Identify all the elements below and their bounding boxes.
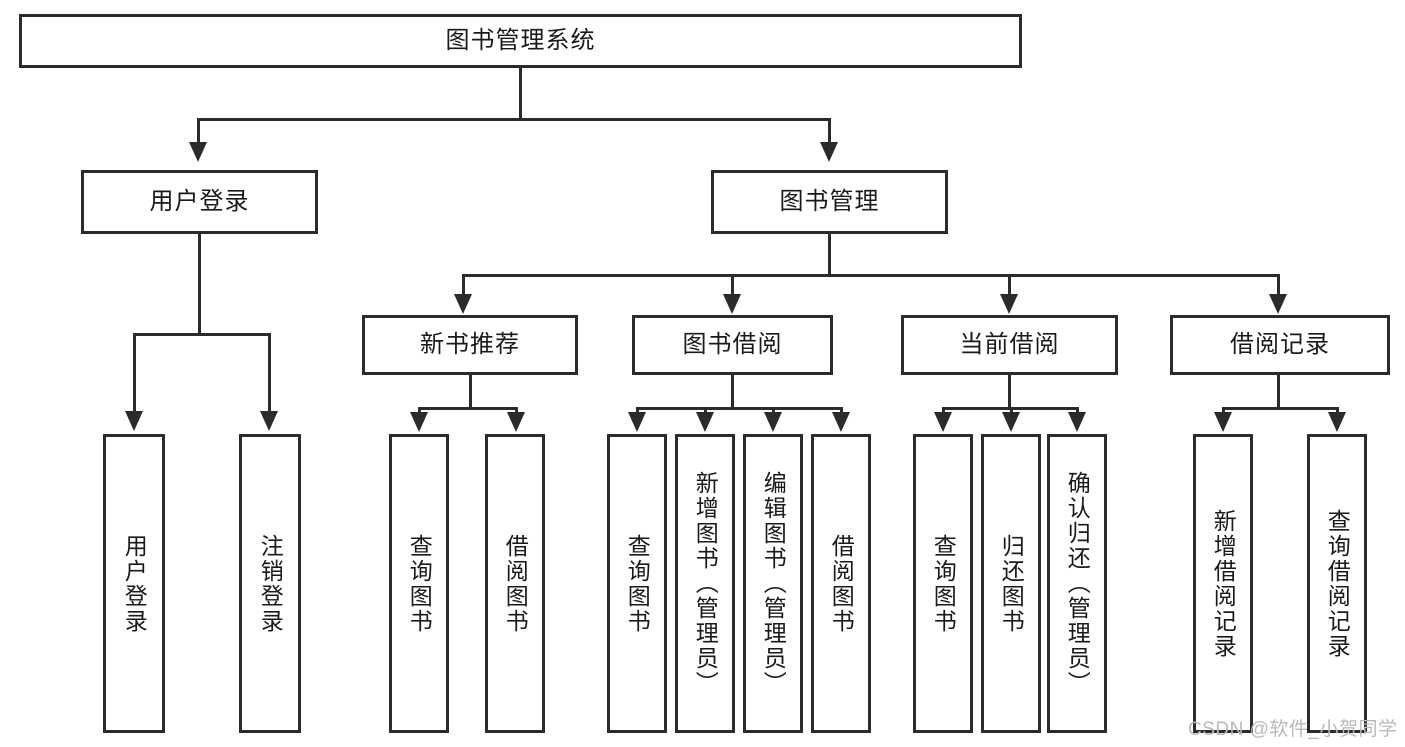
arrow-root-to-user-login [189, 142, 207, 162]
node-label: 新书推荐 [420, 330, 520, 358]
connector-book-mgmt-to-new-book [462, 274, 465, 296]
node-label: 新增借阅记录 [1210, 508, 1237, 659]
leaf-borrow-book[interactable]: 借阅图书 [811, 434, 871, 733]
connector-borrow-record-bar [1222, 407, 1339, 410]
arrow-book-mgmt-to-borrow [723, 294, 741, 314]
connector-new-book-stem [469, 375, 472, 409]
arrow-book-borrow-to-add [696, 412, 714, 432]
connector-book-borrow-to-add [704, 407, 707, 415]
leaf-query-book-current[interactable]: 查询图书 [913, 434, 973, 733]
node-borrow-record[interactable]: 借阅记录 [1170, 315, 1390, 375]
connector-new-book-to-query [418, 407, 421, 415]
node-label: 查询图书 [406, 533, 433, 634]
connector-record-to-query [1336, 407, 1339, 415]
arrow-record-to-query [1328, 412, 1346, 432]
connector-book-borrow-to-query [636, 407, 639, 415]
leaf-confirm-return-admin[interactable]: 确认归还（管理员） [1047, 434, 1107, 733]
csdn-watermark: CSDN @软件_小贺同学 [1188, 719, 1398, 740]
arrow-current-to-query [934, 412, 952, 432]
arrow-new-book-to-borrow [507, 412, 525, 432]
node-current-borrow[interactable]: 当前借阅 [901, 315, 1118, 375]
arrow-book-mgmt-to-new-book [454, 294, 472, 314]
node-new-book-recommend[interactable]: 新书推荐 [362, 315, 578, 375]
leaf-add-book-admin[interactable]: 新增图书（管理员） [675, 434, 735, 733]
node-label: 编辑图书（管理员） [760, 471, 787, 696]
connector-root-to-book-mgmt [828, 118, 831, 144]
node-label: 用户登录 [149, 187, 250, 215]
node-label: 借阅图书 [828, 533, 855, 634]
node-label: 确认归还（管理员） [1064, 471, 1091, 696]
node-label: 图书管理系统 [445, 26, 596, 54]
node-user-login[interactable]: 用户登录 [81, 170, 318, 234]
node-label: 注销登录 [257, 533, 284, 634]
connector-book-mgmt-bar [462, 274, 1279, 277]
node-book-borrow[interactable]: 图书借阅 [632, 315, 833, 375]
arrow-user-login-to-login [125, 411, 143, 431]
connector-book-mgmt-to-borrow [731, 274, 734, 296]
connector-book-borrow-bar [636, 407, 843, 410]
node-label: 新增图书（管理员） [692, 471, 719, 696]
node-label: 图书管理 [779, 187, 880, 215]
node-label: 图书借阅 [682, 330, 783, 358]
arrow-new-book-to-query [410, 412, 428, 432]
arrow-user-login-to-logout [260, 411, 278, 431]
node-root-system[interactable]: 图书管理系统 [19, 14, 1022, 68]
connector-root-stem [519, 68, 522, 120]
connector-current-borrow-stem [1008, 375, 1011, 409]
leaf-edit-book-admin[interactable]: 编辑图书（管理员） [743, 434, 803, 733]
arrow-root-to-book-mgmt [820, 142, 838, 162]
arrow-book-borrow-to-edit [764, 412, 782, 432]
connector-book-borrow-stem [731, 375, 734, 409]
node-label: 归还图书 [998, 533, 1025, 634]
node-label: 当前借阅 [959, 330, 1060, 358]
connector-user-login-to-login [133, 333, 136, 413]
connector-current-to-query [942, 407, 945, 415]
connector-book-borrow-to-borrow [840, 407, 843, 415]
leaf-return-book[interactable]: 归还图书 [981, 434, 1041, 733]
leaf-query-book-borrow[interactable]: 查询图书 [607, 434, 667, 733]
connector-record-to-add [1222, 407, 1225, 415]
connector-borrow-record-stem [1277, 375, 1280, 409]
node-label: 查询借阅记录 [1324, 508, 1351, 659]
leaf-query-borrow-record[interactable]: 查询借阅记录 [1307, 434, 1367, 733]
arrow-book-borrow-to-borrow [832, 412, 850, 432]
connector-new-book-bar [418, 407, 518, 410]
arrow-current-to-confirm [1068, 412, 1086, 432]
connector-user-login-to-logout [268, 333, 271, 413]
connector-user-login-bar [133, 333, 271, 336]
arrow-book-borrow-to-query [628, 412, 646, 432]
connector-book-mgmt-to-record [1277, 274, 1280, 296]
arrow-book-mgmt-to-current [1000, 294, 1018, 314]
arrow-record-to-add [1214, 412, 1232, 432]
node-label: 借阅图书 [502, 533, 529, 634]
leaf-query-book-recommend[interactable]: 查询图书 [389, 434, 449, 733]
connector-user-login-stem [198, 234, 201, 335]
connector-book-mgmt-to-current [1008, 274, 1011, 296]
connector-root-bar [197, 118, 831, 121]
node-label: 查询图书 [624, 533, 651, 634]
leaf-add-borrow-record[interactable]: 新增借阅记录 [1193, 434, 1253, 733]
node-label: 借阅记录 [1230, 330, 1330, 358]
node-label: 查询图书 [930, 533, 957, 634]
connector-book-mgmt-stem [828, 234, 831, 276]
leaf-logout[interactable]: 注销登录 [239, 434, 301, 733]
arrow-book-mgmt-to-record [1269, 294, 1287, 314]
connector-current-to-return [1010, 407, 1013, 415]
node-label: 用户登录 [121, 533, 148, 634]
leaf-user-login[interactable]: 用户登录 [103, 434, 165, 733]
arrow-current-to-return [1002, 412, 1020, 432]
connector-root-to-user-login [197, 118, 200, 144]
connector-new-book-to-borrow [515, 407, 518, 415]
connector-current-to-confirm [1076, 407, 1079, 415]
connector-book-borrow-to-edit [772, 407, 775, 415]
node-book-management[interactable]: 图书管理 [711, 170, 948, 234]
leaf-borrow-book-recommend[interactable]: 借阅图书 [485, 434, 545, 733]
